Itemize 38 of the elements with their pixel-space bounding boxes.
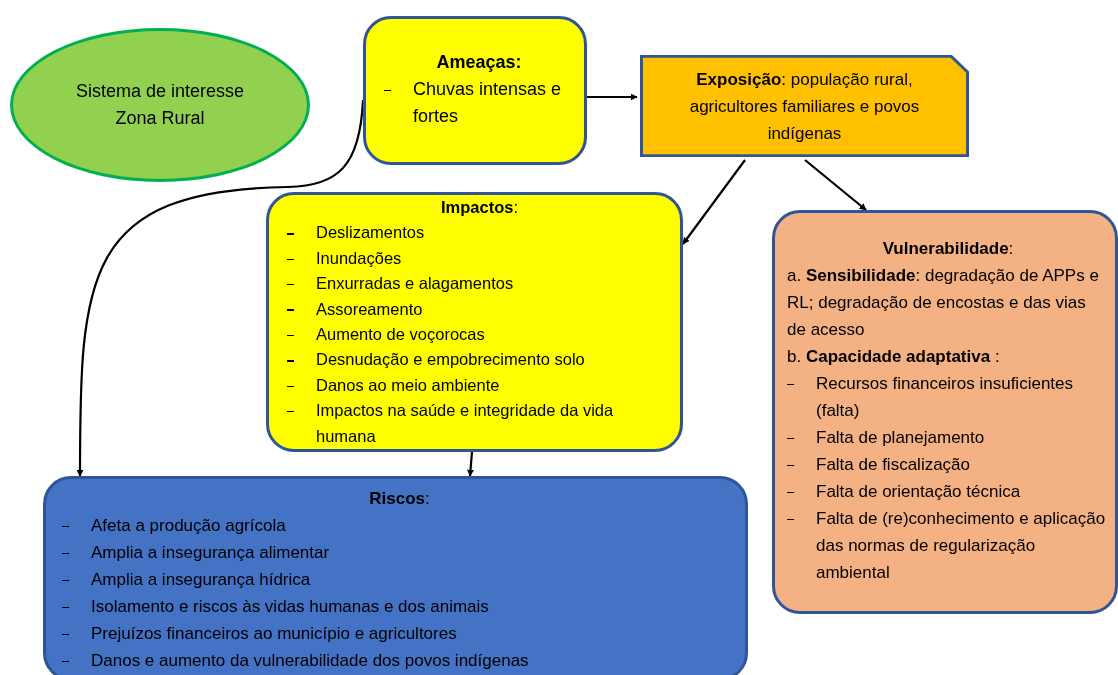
arrow: [587, 93, 638, 101]
list-item: Danos ao meio ambiente: [316, 374, 501, 396]
list-item: Falta de planejamento: [816, 427, 986, 449]
list-item: Enxurradas e alagamentos: [316, 273, 515, 295]
box-text: Sistema de interesse: [74, 80, 246, 103]
list-item: Afeta a produção agrícola: [91, 515, 287, 537]
box-heading: Ameaças:: [435, 51, 523, 74]
process-box: [637, 52, 972, 160]
list-item: Inundações: [316, 247, 403, 269]
list-item: Impactos na saúde e integridade da vida humana: [316, 400, 615, 447]
list-item: Desnudação e empobrecimento solo: [316, 349, 586, 371]
list-item: Falta de (re)conhecimento e aplicação das normas de regularização ambiental: [816, 508, 1107, 584]
list-item: Isolamento e riscos às vidas humanas e dos animais: [91, 596, 490, 618]
box-heading: Riscos:: [368, 488, 431, 510]
list-item: Falta de orientação técnica: [816, 481, 1022, 503]
list-item: Deslizamentos: [316, 222, 426, 244]
list-item: Danos e aumento da vulnerabilidade dos povos indígenas: [91, 650, 530, 672]
box-heading: Vulnerabilidade:: [881, 238, 1015, 260]
process-box: [266, 192, 683, 452]
list-item: Recursos financeiros insuficientes (falta): [816, 373, 1074, 422]
list-item: Assoreamento: [316, 298, 424, 320]
arrow: [76, 99, 365, 477]
process-box: [772, 210, 1118, 614]
process-box: [43, 476, 748, 675]
box-text: b. Capacidade adaptativa :: [787, 346, 1001, 368]
list-item: Aumento de voçorocas: [316, 324, 486, 346]
arrow: [467, 451, 474, 477]
list-item: Prejuízos financeiros ao município e agricultores: [91, 623, 458, 645]
list-item: Amplia a insegurança alimentar: [91, 542, 331, 564]
arrow: [682, 159, 746, 245]
list-item: Chuvas intensas e fortes: [413, 78, 563, 128]
list-item: Amplia a insegurança hídrica: [91, 569, 312, 591]
list-item: Falta de fiscalização: [816, 454, 972, 476]
process-box: [363, 16, 587, 165]
box-heading: Impactos:: [440, 197, 519, 218]
arrow: [804, 159, 867, 211]
box-text: Zona Rural: [114, 107, 206, 130]
box-text: Exposição: população rural, agricultores familiares e povos indígenas: [688, 68, 921, 145]
